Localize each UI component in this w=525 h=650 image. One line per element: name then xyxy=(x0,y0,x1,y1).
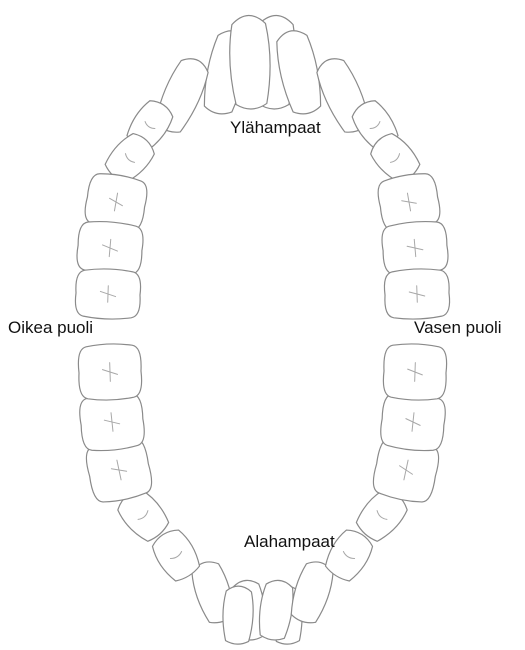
upper-right-third-molar-tooth xyxy=(75,268,141,320)
lower-left-central-incisor-crown xyxy=(222,586,254,645)
lower-left-third-molar-tooth xyxy=(383,343,448,401)
right-side-label: Oikea puoli xyxy=(8,318,93,338)
upper-right-second-molar-tooth xyxy=(76,219,145,276)
upper-left-central-incisor-tooth xyxy=(228,15,271,110)
left-side-label: Vasen puoli xyxy=(414,318,502,338)
upper-arch xyxy=(75,15,450,320)
upper-teeth-label: Ylähampaat xyxy=(230,118,321,138)
lower-right-third-molar-tooth xyxy=(78,343,143,401)
lower-left-central-incisor-tooth xyxy=(222,586,254,645)
lower-arch xyxy=(78,343,448,645)
lower-teeth-label: Alahampaat xyxy=(244,532,335,552)
upper-left-third-molar-tooth xyxy=(384,268,450,320)
upper-left-second-molar-tooth xyxy=(381,219,450,276)
upper-left-central-incisor-crown xyxy=(228,15,271,110)
